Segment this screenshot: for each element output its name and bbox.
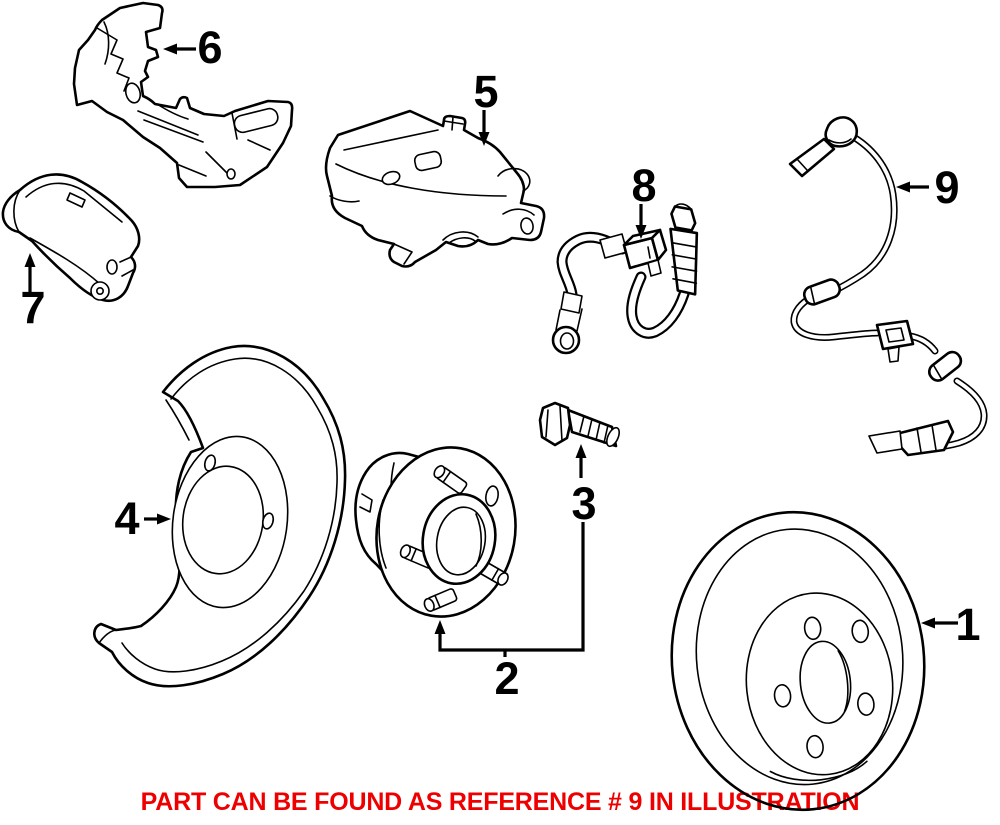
leader-ref-9 bbox=[896, 181, 929, 193]
ref-label-2: 2 bbox=[494, 653, 519, 704]
wheel-hub-illustration bbox=[354, 446, 517, 618]
leader-ref-7 bbox=[24, 253, 36, 292]
ref-label-6: 6 bbox=[197, 22, 222, 73]
hub-bolt-illustration bbox=[538, 401, 620, 448]
arrowhead bbox=[24, 253, 36, 267]
arrowhead bbox=[635, 225, 647, 239]
leader-ref-2 bbox=[434, 522, 585, 657]
arrowhead bbox=[575, 444, 587, 458]
hub-stud bbox=[433, 465, 468, 494]
arrowhead bbox=[157, 513, 171, 525]
harness-grommet bbox=[802, 278, 842, 306]
leader-ref-8 bbox=[635, 204, 647, 239]
arrowhead bbox=[478, 132, 490, 146]
brake-caliper-illustration bbox=[324, 109, 546, 268]
ref-label-5: 5 bbox=[473, 66, 498, 117]
harness-sleeve bbox=[927, 350, 963, 382]
arrowhead bbox=[921, 617, 935, 629]
ref-label-7: 7 bbox=[20, 282, 45, 333]
hub-stud bbox=[423, 588, 458, 612]
arrowhead bbox=[434, 620, 446, 634]
caliper-bracket-illustration bbox=[72, 1, 294, 189]
reference-note: PART CAN BE FOUND AS REFERENCE # 9 IN IL… bbox=[140, 788, 860, 816]
brake-pad-illustration bbox=[1, 173, 141, 303]
arrowhead bbox=[896, 181, 910, 193]
ref-label-3: 3 bbox=[571, 478, 596, 529]
brake-rotor-illustration bbox=[670, 510, 926, 812]
ref-label-1: 1 bbox=[955, 599, 980, 650]
abs-sensor-harness-illustration bbox=[788, 116, 988, 457]
arrowhead bbox=[163, 43, 177, 55]
splash-shield-illustration bbox=[93, 344, 347, 688]
leader-ref-4 bbox=[144, 513, 171, 525]
hose-threaded-fitting bbox=[669, 203, 699, 296]
leader-ref-5 bbox=[478, 110, 490, 146]
ref-label-8: 8 bbox=[631, 160, 656, 211]
leader-ref-3 bbox=[575, 444, 587, 478]
ref-label-9: 9 bbox=[934, 162, 959, 213]
leader-ref-1 bbox=[921, 617, 958, 629]
brake-hose-illustration bbox=[551, 203, 699, 355]
leader-ref-6 bbox=[163, 43, 196, 55]
ref-label-4: 4 bbox=[114, 493, 139, 544]
